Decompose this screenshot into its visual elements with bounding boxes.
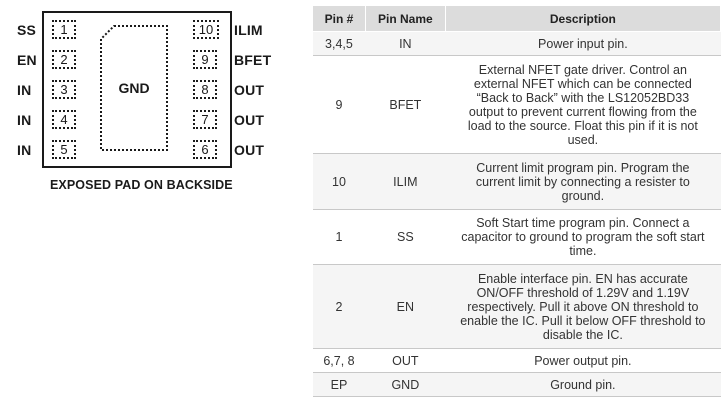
table-row: 9 BFET External NFET gate driver. Contro…: [312, 55, 721, 154]
cell-description: Current limit program pin. Program the c…: [445, 153, 721, 210]
description-line: output to prevent current flowing from t…: [468, 104, 697, 119]
pin-number-right-6: 6: [193, 140, 217, 159]
description-line: disable the IC.: [542, 327, 623, 342]
cell-description: Power output pin.: [445, 348, 721, 373]
pin-label-left-3: IN: [17, 82, 32, 98]
pad-label: GND: [118, 80, 150, 96]
pin-label-right-8: OUT: [234, 82, 265, 98]
table-header-row: Pin # Pin Name Description: [312, 5, 721, 32]
description-line: time.: [569, 244, 597, 258]
cell-pin-number: 6,7, 8: [312, 348, 366, 373]
table-row: 6,7, 8 OUT Power output pin.: [312, 348, 721, 373]
table-row: 10 ILIM Current limit program pin. Progr…: [312, 153, 721, 210]
description-line: enable the IC. Pull it below OFF thresho…: [460, 313, 706, 328]
cell-pin-number: 1: [312, 209, 366, 265]
description-line: Soft Start time program pin. Connect a: [476, 216, 690, 230]
package-caption: EXPOSED PAD ON BACKSIDE: [50, 178, 233, 192]
description-line: ground.: [561, 188, 605, 203]
pin-number-left-5: 5: [52, 140, 76, 159]
cell-pin-number: EP: [312, 372, 366, 397]
cell-pin-number: 2: [312, 264, 366, 349]
cell-description: Enable interface pin. EN has accurate ON…: [445, 264, 721, 349]
header-pin-number: Pin #: [312, 5, 366, 32]
description-line: ON/OFF threshold of 1.29V and 1.19V: [476, 285, 690, 300]
description-line: Ground pin.: [550, 377, 616, 392]
cell-pin-number: 9: [312, 55, 366, 154]
exposed-pad-outline: [100, 25, 168, 151]
pin-number-left-4: 4: [52, 110, 76, 129]
description-line: Power input pin.: [538, 36, 628, 51]
cell-pin-name: BFET: [365, 55, 446, 154]
description-line: “Back to Back” with the LS12052BD33: [476, 90, 690, 105]
pin-label-right-7: OUT: [234, 112, 265, 128]
cell-pin-number: 10: [312, 153, 366, 210]
pin-number-right-7: 7: [193, 110, 217, 129]
table-row: 3,4,5 IN Power input pin.: [312, 31, 721, 56]
pin-number-right-8: 8: [193, 80, 217, 99]
table-row: 1 SS Soft Start time program pin. Connec…: [312, 209, 721, 265]
pin-number-left-3: 3: [52, 80, 76, 99]
cell-pin-name: EN: [365, 264, 446, 349]
description-line: external NFET which can be connected: [473, 76, 692, 91]
cell-description: Power input pin.: [445, 31, 721, 56]
description-line: current limit by connecting a resister t…: [475, 174, 690, 189]
description-line: Current limit program pin. Program the: [476, 160, 690, 175]
pin-number-left-1: 1: [52, 20, 76, 39]
header-pin-name: Pin Name: [364, 5, 446, 32]
cell-description: External NFET gate driver. Control an ex…: [445, 55, 721, 154]
cell-pin-name: IN: [365, 31, 446, 56]
cell-pin-name: GND: [365, 372, 446, 397]
cell-pin-name: SS: [365, 209, 446, 265]
pin-label-left-4: IN: [17, 112, 32, 128]
table-row: EP GND Ground pin.: [312, 372, 721, 397]
pin-label-right-6: OUT: [234, 142, 265, 158]
description-line: used.: [567, 132, 599, 147]
pin-label-left-5: IN: [17, 142, 32, 158]
cell-description: Soft Start time program pin. Connect a c…: [445, 209, 721, 265]
cell-pin-name: OUT: [365, 348, 446, 373]
pin-description-table: Pin # Pin Name Description 3,4,5 IN Powe…: [312, 5, 721, 397]
description-line: load to the source. Float this pin if it…: [467, 118, 698, 133]
table-row: 2 EN Enable interface pin. EN has accura…: [312, 264, 721, 349]
cell-pin-number: 3,4,5: [312, 31, 366, 56]
description-line: Enable interface pin. EN has accurate: [477, 271, 688, 286]
pin-label-left-1: SS: [17, 22, 37, 38]
package-diagram: SS 1 EN 2 IN 3 IN 4 IN 5 10 ILIM 9 BFET …: [0, 0, 290, 200]
pin-label-left-2: EN: [17, 52, 37, 68]
pin-number-right-9: 9: [193, 50, 217, 69]
pin-label-right-9: BFET: [234, 52, 272, 68]
package-outline: [42, 11, 232, 168]
cell-description: Ground pin.: [445, 372, 721, 397]
header-description: Description: [444, 5, 721, 32]
description-line: respectively. Pull it above ON threshold…: [467, 299, 699, 314]
exposed-pad: GND: [100, 25, 168, 151]
cell-pin-name: ILIM: [365, 153, 446, 210]
pin-label-right-10: ILIM: [234, 22, 263, 38]
pin-number-left-2: 2: [52, 50, 76, 69]
description-line: Power output pin.: [534, 353, 632, 368]
description-line: External NFET gate driver. Control an: [478, 62, 687, 77]
description-line: capacitor to ground to program the soft …: [461, 230, 705, 244]
pin-number-right-10: 10: [193, 20, 219, 39]
